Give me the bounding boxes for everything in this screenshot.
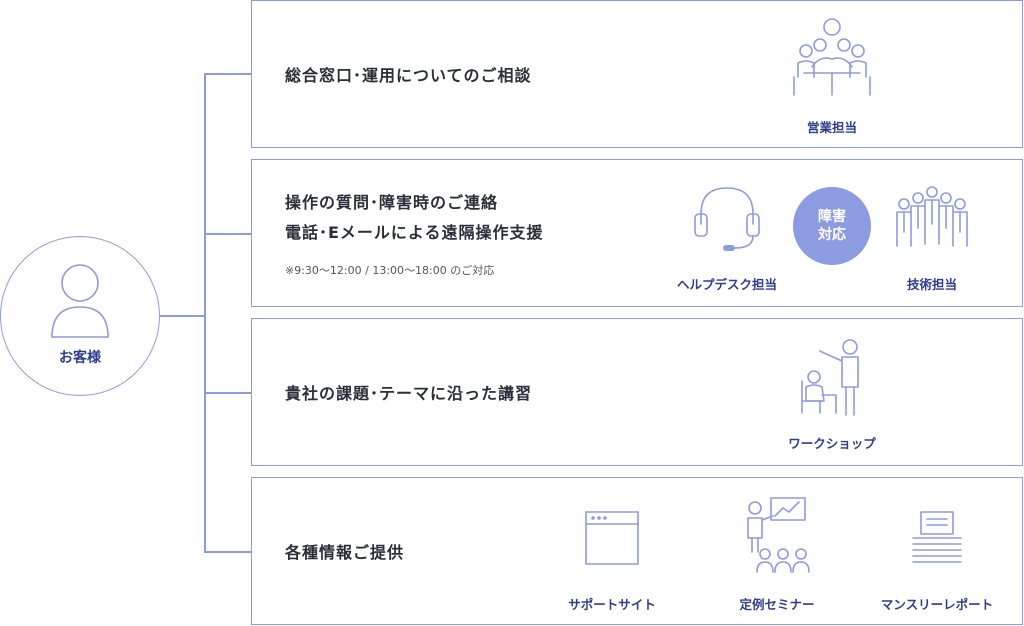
icon-cell-support-site: サポートサイト	[552, 508, 672, 613]
icon-label: 定例セミナー	[739, 597, 815, 612]
icon-cell-tech: 技術担当	[882, 184, 982, 293]
service-box-consultation: 総合窓口･運用についてのご相談 営業担当	[251, 0, 1023, 148]
box-title: 貴社の課題･テーマに沿った講習	[285, 379, 532, 409]
icon-cell-sales: 営業担当	[772, 15, 892, 136]
title-line: 総合窓口･運用についてのご相談	[285, 66, 532, 85]
connector-trunk	[204, 73, 206, 552]
customer-label: お客様	[59, 350, 101, 366]
icon-label: サポートサイト	[568, 597, 656, 612]
icon-label: ヘルプデスク担当	[676, 277, 777, 292]
connector-branch-4	[204, 551, 251, 553]
badge-line: 障害	[818, 209, 846, 225]
connector-stub	[160, 315, 205, 317]
box-title: 総合窓口･運用についてのご相談	[285, 61, 532, 91]
browser-window-icon	[585, 511, 639, 565]
icon-label: 営業担当	[806, 120, 857, 135]
title-line: 各種情報ご提供	[285, 543, 405, 562]
report-stack-icon	[912, 511, 962, 563]
service-box-workshop: 貴社の課題･テーマに沿った講習 ワークショップ	[251, 318, 1023, 466]
icon-label: 技術担当	[906, 277, 957, 292]
connector-branch-2	[204, 233, 251, 235]
connector-branch-3	[204, 392, 251, 394]
hours-note: ※9:30〜12:00 / 13:00〜18:00 のご対応	[285, 264, 495, 277]
icon-cell-helpdesk: ヘルプデスク担当	[662, 184, 792, 293]
service-box-information: 各種情報ご提供 サポートサイト	[251, 477, 1023, 625]
seminar-icon	[747, 497, 810, 573]
icon-label: ワークショップ	[788, 436, 876, 451]
badge-line: 対応	[818, 227, 846, 243]
team-icon	[896, 186, 968, 247]
customer-node: お客様	[0, 236, 160, 396]
incident-badge: 障害 対応	[793, 187, 871, 265]
title-line: 電話･Eメールによる遠隔操作支援	[285, 223, 544, 242]
icon-cell-seminar: 定例セミナー	[712, 492, 842, 613]
box-title: 各種情報ご提供	[285, 538, 404, 568]
title-line: 操作の質問･障害時のご連絡	[285, 193, 499, 212]
instructor-icon	[801, 339, 859, 416]
icon-cell-monthly-report: マンスリーレポート	[862, 508, 1012, 613]
service-box-helpdesk: 操作の質問･障害時のご連絡 電話･Eメールによる遠隔操作支援 ※9:30〜12:…	[251, 159, 1023, 307]
person-icon	[51, 264, 109, 338]
connector-branch-1	[204, 73, 251, 75]
headset-icon	[694, 187, 760, 251]
meeting-icon	[793, 18, 871, 96]
icon-cell-workshop: ワークショップ	[757, 337, 907, 452]
title-line: 貴社の課題･テーマに沿った講習	[285, 384, 533, 403]
box-title: 操作の質問･障害時のご連絡 電話･Eメールによる遠隔操作支援	[285, 188, 543, 248]
icon-label: マンスリーレポート	[880, 597, 994, 612]
